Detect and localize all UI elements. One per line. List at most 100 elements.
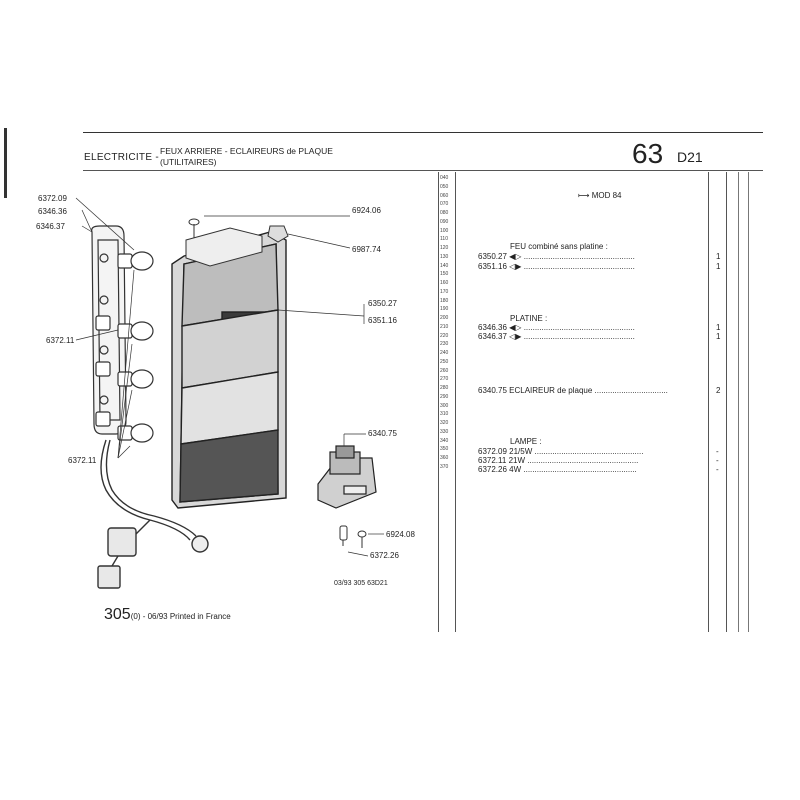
column-rule-extra: [738, 172, 739, 632]
dot-leader: ........................................…: [523, 262, 635, 271]
header-rule: [83, 132, 763, 133]
line-number: 120: [440, 245, 449, 251]
line-number: 140: [440, 262, 449, 269]
dot-leader: ........................................…: [527, 456, 639, 465]
line-number: 310: [440, 411, 449, 418]
leader-lines: [75, 197, 384, 557]
part-ref: 6340.75: [478, 386, 507, 395]
part-ref: 6372.26: [478, 465, 507, 474]
part-ref: 6372.11: [478, 456, 507, 465]
small-parts: [339, 525, 367, 548]
ref-label: 6372.11: [46, 336, 75, 345]
part-ref: 6351.16: [478, 262, 507, 271]
line-number: 150: [440, 271, 449, 278]
part-qty: -: [716, 465, 719, 474]
part-ref: 6372.09: [478, 447, 507, 456]
group-number: 63: [632, 138, 664, 169]
part-qty: 1: [716, 323, 721, 332]
part-qty: -: [716, 456, 719, 465]
part-desc: 4W: [509, 465, 522, 474]
line-number: 340: [440, 437, 449, 444]
line-number: 330: [440, 428, 449, 435]
left-arrow-icon: ◀▷: [509, 252, 522, 261]
title-line-2: (UTILITAIRES): [160, 157, 217, 167]
part-row: 6350.27 ◀▷ .............................…: [478, 252, 702, 261]
dot-leader: ........................................…: [534, 447, 644, 456]
right-arrow-icon: ◁▶: [509, 332, 522, 341]
part-qty: 1: [716, 262, 721, 271]
line-number: 250: [440, 358, 449, 365]
dot-leader: .................................: [594, 386, 668, 395]
line-number: 070: [440, 201, 449, 208]
part-desc: 21/5W: [509, 447, 533, 456]
part-desc: ECLAIREUR de plaque: [509, 386, 593, 395]
line-number: 290: [440, 393, 449, 400]
ref-label: 6372.26: [370, 551, 399, 560]
line-number: 080: [440, 210, 449, 216]
header-rule-bottom: [83, 170, 763, 171]
bulb-3: [95, 361, 154, 389]
line-number: 240: [440, 350, 449, 356]
line-number: 040: [440, 175, 449, 181]
line-number: 050: [440, 183, 449, 190]
footer: 305(0) - 06/93 Printed in France: [104, 606, 231, 624]
line-number: 180: [440, 297, 449, 304]
line-number: 320: [440, 420, 449, 426]
column-rule-end: [748, 172, 749, 632]
ref-label: 6924.06: [352, 206, 381, 215]
column-rule-qty-left: [708, 172, 709, 632]
part-row: 6346.36 ◀▷ .............................…: [478, 323, 702, 332]
line-number: 210: [440, 323, 449, 330]
line-number: 130: [440, 253, 449, 260]
line-number: 350: [440, 446, 449, 453]
part-row: 6372.26 4W .............................…: [478, 465, 708, 474]
mod-label: ⟼ MOD 84: [578, 191, 622, 200]
dot-leader: ........................................…: [523, 332, 635, 341]
line-number: 060: [440, 192, 449, 199]
part-qty: 1: [716, 252, 721, 261]
part-ref: 6346.36: [478, 323, 507, 332]
line-number: 100: [440, 227, 449, 234]
line-number: 300: [440, 402, 449, 409]
line-number: 110: [440, 236, 448, 243]
column-rule-linenums: [438, 172, 439, 632]
part-row: 6346.37 ◁▶ .............................…: [478, 332, 702, 341]
ref-label: 6987.74: [352, 245, 381, 254]
section-label: ELECTRICITE -: [84, 152, 160, 163]
ref-label: 6346.37: [36, 222, 65, 231]
ref-label: 6924.08: [386, 530, 415, 539]
title-line-1: FEUX ARRIERE - ECLAIREURS de PLAQUE: [160, 146, 333, 156]
column-rule-parts: [455, 172, 456, 632]
bulb-4: [95, 411, 154, 443]
footer-text: (0) - 06/93 Printed in France: [130, 612, 231, 621]
column-rule-qty-right: [726, 172, 727, 632]
left-arrow-icon: ◀▷: [509, 323, 522, 332]
line-number: 230: [440, 341, 449, 348]
right-arrow-icon: ◁▶: [509, 262, 522, 271]
part-row: 6351.16 ◁▶ .............................…: [478, 262, 702, 271]
eclaireur-lamp: [317, 445, 377, 509]
sub-code: D21: [677, 149, 703, 165]
ref-label: 6372.11: [68, 456, 97, 465]
binding-mark: [4, 128, 7, 198]
ref-label: 6372.09: [38, 194, 67, 203]
line-number: 270: [440, 376, 449, 383]
mod-text: MOD 84: [591, 191, 622, 200]
dot-leader: ........................................…: [523, 465, 637, 474]
top-cap: [185, 227, 263, 267]
line-number: 260: [440, 367, 449, 374]
line-number: 200: [440, 315, 449, 321]
part-row: 6372.09 21/5W ..........................…: [478, 447, 708, 456]
footer-model: 305: [104, 606, 131, 623]
line-number: 370: [440, 463, 449, 470]
part-row: 6340.75 ECLAIREUR de plaque ............…: [478, 386, 708, 395]
line-number: 090: [440, 218, 449, 225]
ref-label: 6350.27: [368, 299, 397, 308]
line-number: 160: [440, 280, 449, 286]
part-ref: 6346.37: [478, 332, 507, 341]
line-number: 220: [440, 332, 449, 339]
page-title: FEUX ARRIERE - ECLAIREURS de PLAQUE (UTI…: [160, 146, 333, 168]
ref-label: 6351.16: [368, 316, 397, 325]
wiring-harness: [97, 439, 209, 589]
